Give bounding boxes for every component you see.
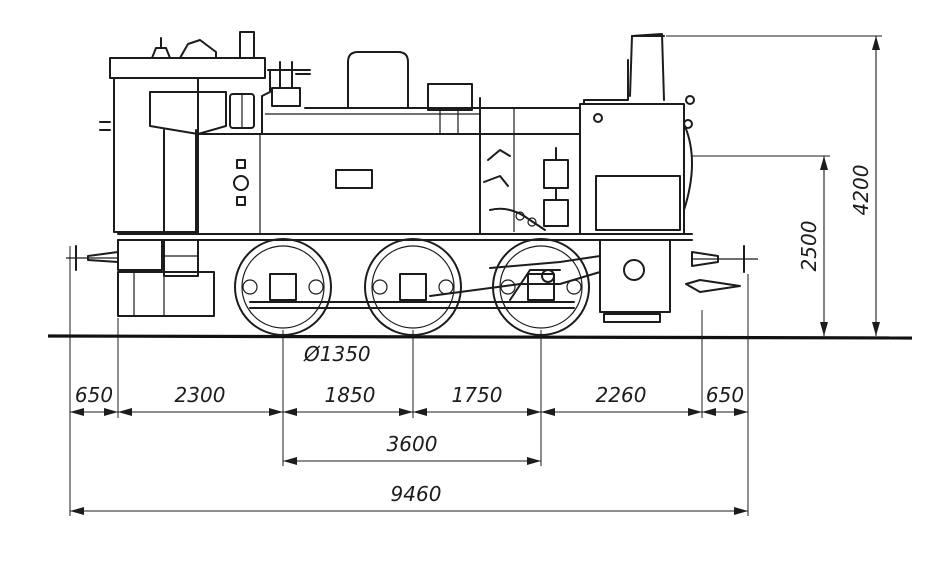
cab: [99, 31, 266, 233]
wheel-2: [364, 238, 462, 336]
extension-lines: [69, 246, 749, 516]
wheel-diameter-annotation: Ø1350: [303, 342, 371, 366]
dim-front-to-axle1: 2300: [175, 383, 226, 407]
dim-axle2-to-axle3: 1750: [452, 383, 503, 407]
dimension-row-1: 650 2300 1850 1750 2260 650: [70, 383, 748, 416]
valve-gear: [249, 255, 601, 309]
boiler-fittings: [261, 51, 581, 235]
dimension-row-2: 3600: [283, 432, 541, 465]
wheel-1: [234, 238, 332, 336]
dim-rear-overhang: 650: [706, 383, 744, 407]
dim-axle3-to-buffer: 2260: [596, 383, 647, 407]
side-tank: [197, 113, 481, 235]
driving-wheels: [234, 238, 590, 336]
pump-details: [483, 147, 569, 231]
frame: [66, 233, 758, 323]
dim-boiler-axis-height: 2500: [797, 221, 821, 272]
rail-line: [47, 334, 913, 340]
dim-chimney-height: 4200: [849, 165, 873, 216]
vertical-dimensions: 4200 2500: [666, 35, 882, 336]
wheel-diameter-label: Ø1350: [303, 342, 371, 366]
wheel-3: [492, 238, 590, 336]
dim-wheelbase: 3600: [387, 432, 438, 456]
smokebox: [579, 33, 695, 235]
dimension-row-3: 9460: [70, 482, 748, 515]
locomotive: [66, 31, 758, 336]
dim-overall-length: 9460: [391, 482, 442, 506]
dim-axle1-to-axle2: 1850: [325, 383, 376, 407]
dim-front-overhang: 650: [75, 383, 113, 407]
